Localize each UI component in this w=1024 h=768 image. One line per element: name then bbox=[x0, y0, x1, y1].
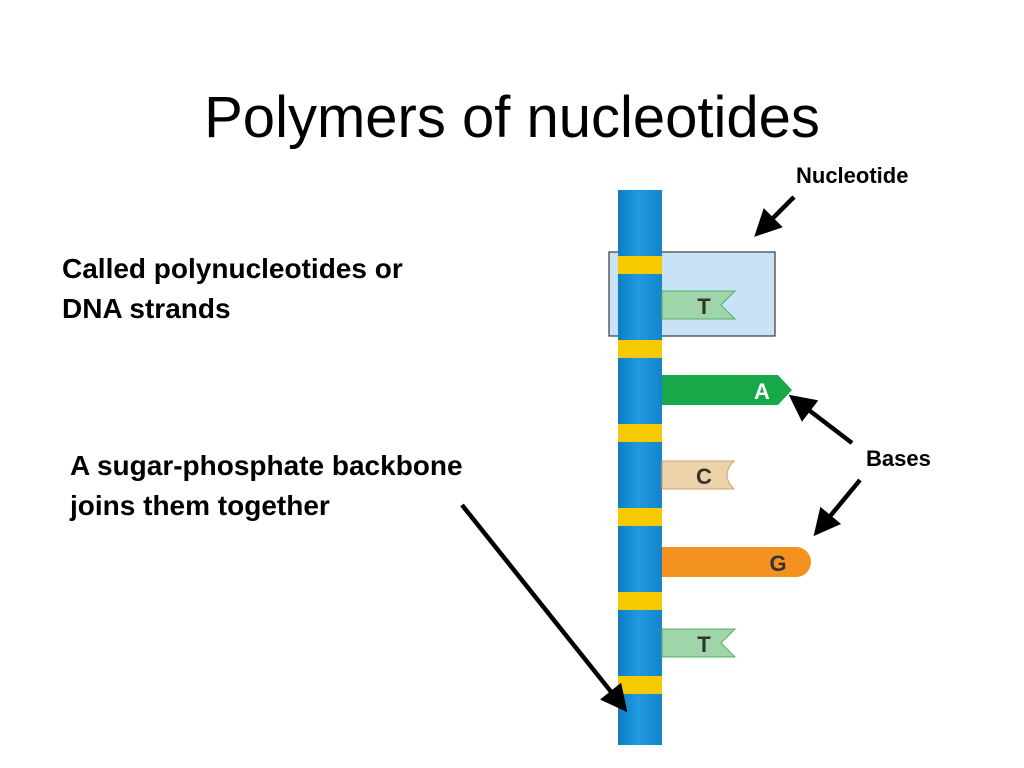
base-letter: T bbox=[697, 294, 711, 319]
base-letter: A bbox=[754, 379, 770, 404]
nucleotide-label: Nucleotide bbox=[796, 163, 909, 188]
base-c: C bbox=[661, 460, 736, 490]
polynucleotides-text: Called polynucleotides or DNA strands bbox=[62, 249, 403, 329]
base-letter: G bbox=[769, 551, 786, 576]
base-a: A bbox=[662, 375, 792, 405]
base-c-shape bbox=[661, 460, 736, 490]
base-t-shape bbox=[661, 628, 737, 658]
sugar-phosphate-backbone bbox=[618, 190, 662, 745]
base-t-shape bbox=[661, 290, 737, 320]
backbone-arrow bbox=[460, 503, 628, 713]
polynucleotides-line-2: DNA strands bbox=[62, 293, 231, 324]
base-a-shape bbox=[662, 375, 792, 405]
bases-label: Bases bbox=[866, 446, 931, 471]
backbone-line-2: joins them together bbox=[70, 490, 330, 521]
bases-arrow-lower bbox=[813, 478, 862, 537]
nucleotide-arrow bbox=[754, 195, 796, 237]
phosphate-band bbox=[618, 256, 662, 274]
base-g: G bbox=[662, 547, 811, 577]
phosphate-band bbox=[618, 508, 662, 526]
base-t-1: T bbox=[661, 290, 737, 320]
base-letter: C bbox=[696, 464, 712, 489]
base-t-2: T bbox=[661, 628, 737, 658]
base-letter: T bbox=[697, 632, 711, 657]
phosphate-band bbox=[618, 340, 662, 358]
backbone-text: A sugar-phosphate backbone joins them to… bbox=[70, 446, 463, 526]
polynucleotides-line-1: Called polynucleotides or bbox=[62, 253, 403, 284]
base-g-shape bbox=[662, 547, 811, 577]
bases-arrow-upper bbox=[788, 394, 854, 445]
phosphate-band bbox=[618, 424, 662, 442]
phosphate-band bbox=[618, 676, 662, 694]
phosphate-band bbox=[618, 592, 662, 610]
backbone-line-1: A sugar-phosphate backbone bbox=[70, 450, 463, 481]
slide-title: Polymers of nucleotides bbox=[204, 85, 820, 150]
